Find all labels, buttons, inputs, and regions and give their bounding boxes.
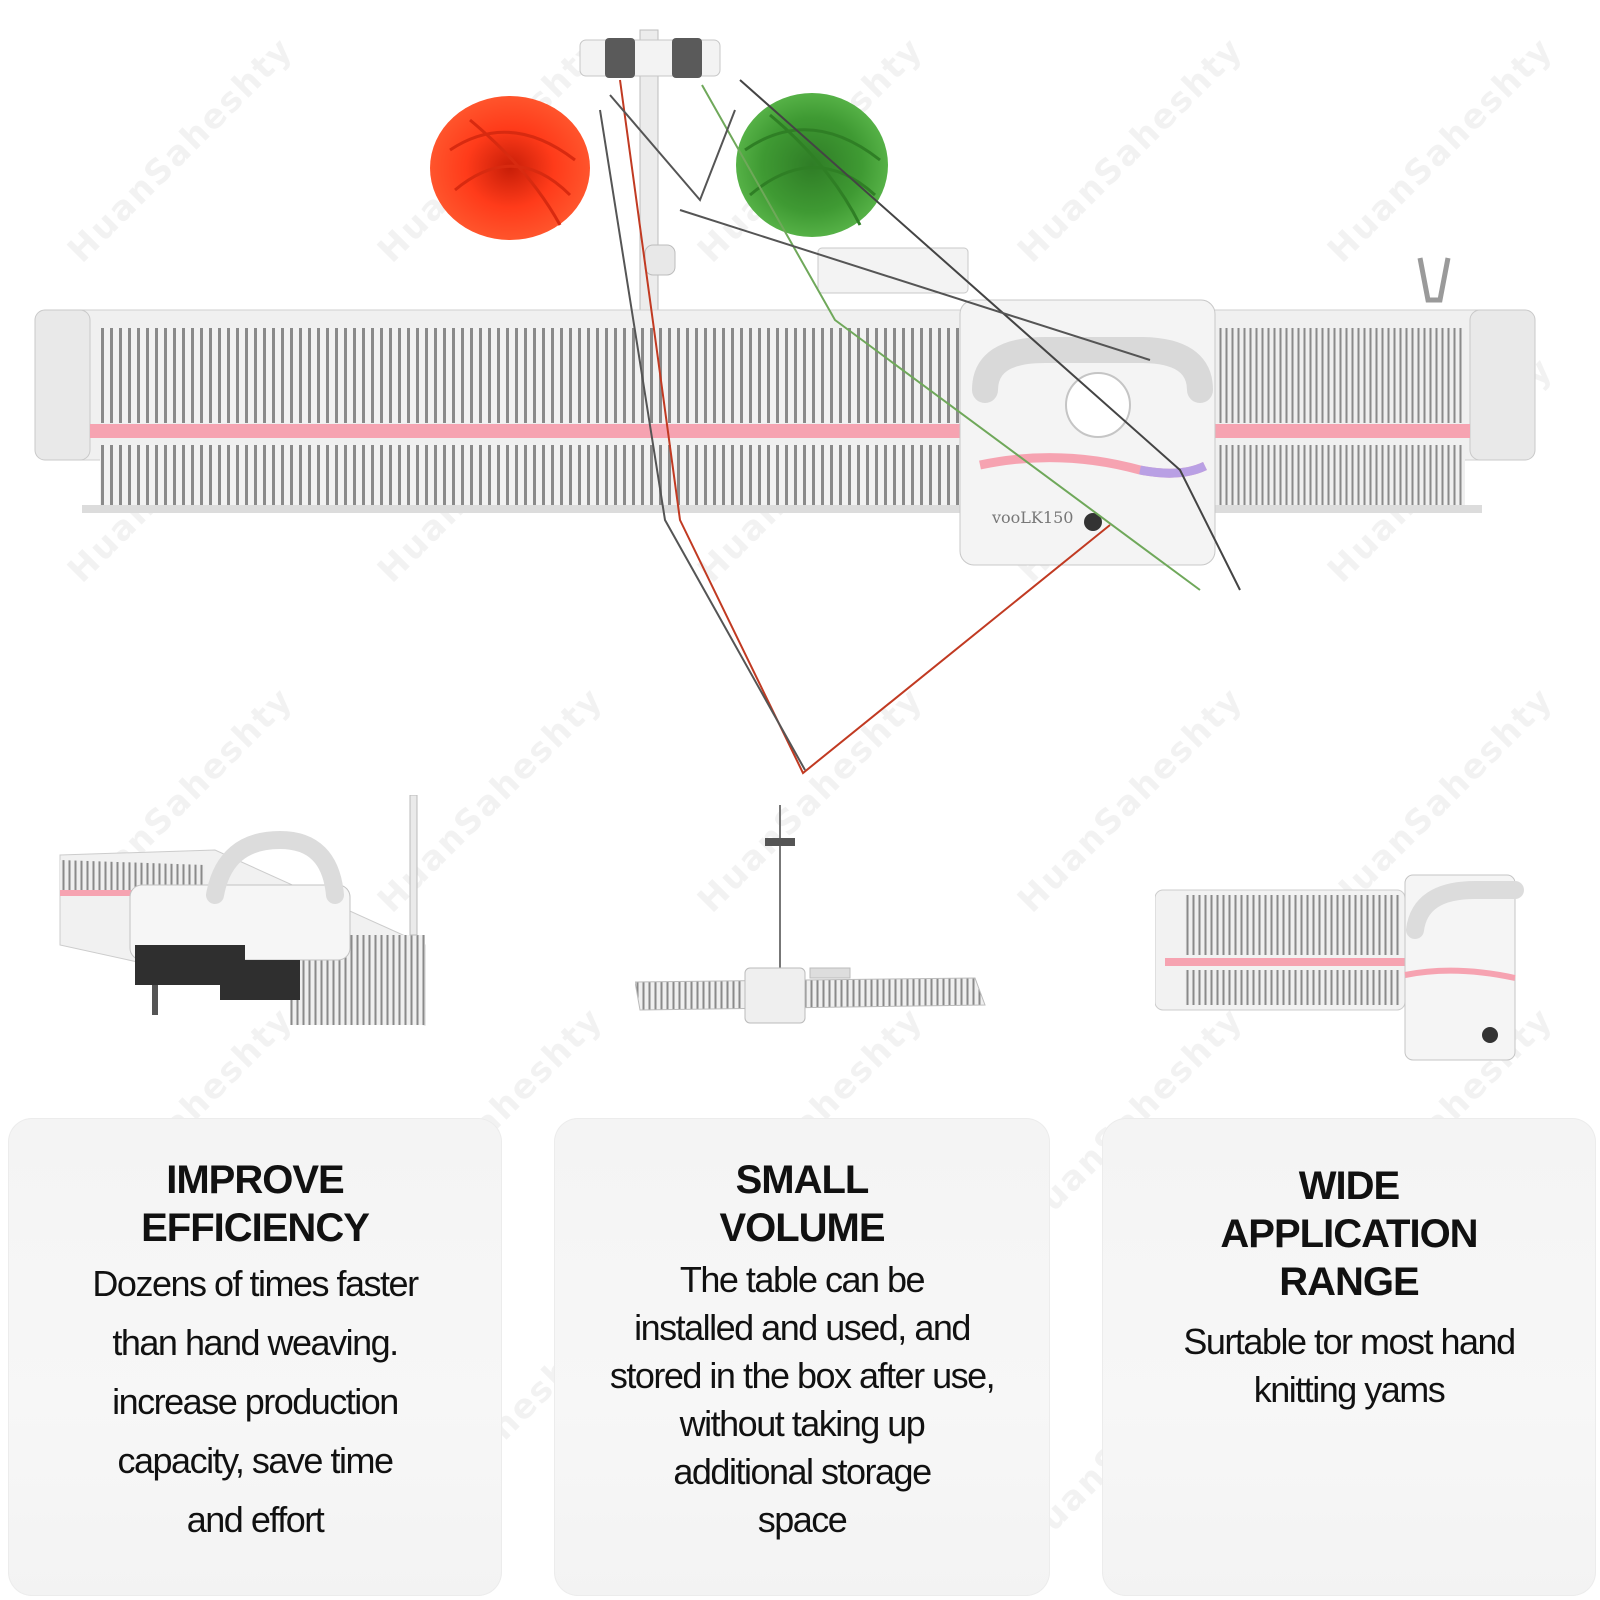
green-yarn-ball [736,93,888,237]
thumbnail-side-view [1155,874,1524,1061]
carriage-handle [972,337,1213,403]
feature-title: WIDE APPLICATION RANGE [1220,1164,1478,1304]
dial-icon [1065,372,1131,438]
yarn-strands [599,79,1241,775]
carriage: vooLK150 [959,299,1216,566]
model-label: vooLK150 [991,508,1073,527]
knitting-machine-hero: vooLK150 [34,29,1536,775]
clamp-post [1417,257,1451,303]
feature-card-efficiency: IMPROVE EFFICIENCY Dozens of times faste… [8,1118,502,1596]
red-yarn-ball [430,96,590,240]
thumbnail-carriage-closeup [59,795,426,1026]
thumbnail-full-machine [635,805,986,1024]
feature-description: Dozens of times faster than hand weaving… [92,1263,419,1540]
feature-title: SMALL VOLUME [719,1158,885,1250]
feature-card-wide-application: WIDE APPLICATION RANGE Surtable tor most… [1102,1118,1596,1596]
feature-card-small-volume: SMALL VOLUME The table can be installed … [554,1118,1050,1596]
feature-description: The table can be installed and used, and… [609,1259,996,1540]
feature-description: Surtable tor most hand knitting yams [1183,1321,1516,1410]
needle-bed [34,309,1536,513]
yarn-mast [579,29,721,311]
tension-tray [817,247,969,294]
feature-title: IMPROVE EFFICIENCY [141,1158,370,1250]
